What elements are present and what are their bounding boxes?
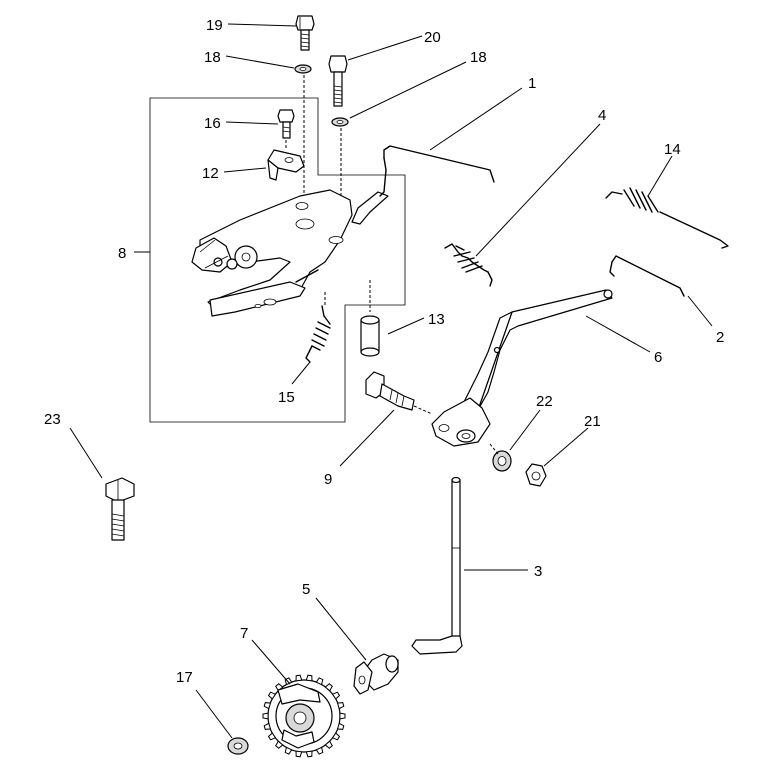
- gear-tooth: [262, 712, 269, 720]
- gear-tooth: [336, 722, 345, 730]
- part-13-spacer: [360, 315, 380, 357]
- leader-2: [687, 295, 713, 327]
- leader-15: [291, 361, 311, 385]
- part-7-governor-gear: [262, 674, 346, 758]
- leader-9: [339, 409, 395, 467]
- gear-tooth: [275, 683, 284, 692]
- part-3-governor-shaft: [411, 476, 463, 655]
- gear-tooth: [336, 702, 345, 710]
- leader-18a: [225, 55, 295, 69]
- bracket-plate: [191, 189, 389, 317]
- callout-18-left: 18: [204, 49, 221, 66]
- part-15-spring: [305, 292, 331, 363]
- part-6-governor-lever: [431, 289, 613, 447]
- leader-5: [315, 597, 367, 661]
- assembly-outline-8: [149, 97, 406, 423]
- gear-tooth: [267, 691, 277, 700]
- gear-tooth: [295, 750, 303, 758]
- leader-23: [69, 427, 103, 479]
- gear-tooth: [275, 740, 284, 749]
- gear-tooth: [263, 702, 272, 710]
- part-5-governor-cup: [353, 653, 399, 695]
- gear-tooth: [295, 674, 303, 682]
- gear-tooth: [267, 732, 277, 741]
- leader-19: [227, 23, 297, 27]
- part-2-link-wire: [609, 255, 685, 297]
- gear-tooth: [331, 732, 341, 741]
- part-21-nut: [525, 463, 547, 487]
- gear-tooth: [315, 677, 324, 686]
- callout-18-right: 18: [470, 49, 487, 66]
- callout-20: 20: [424, 29, 441, 46]
- callout-12: 12: [202, 165, 219, 182]
- part-18-washer-right: [331, 117, 349, 127]
- leader-14: [647, 155, 673, 197]
- callout-19: 19: [206, 17, 223, 34]
- callout-8: 8: [118, 245, 126, 262]
- callout-2: 2: [716, 329, 724, 346]
- callout-4: 4: [598, 107, 606, 124]
- callout-15: 15: [278, 389, 295, 406]
- leader-21: [543, 427, 589, 467]
- callout-9: 9: [324, 471, 332, 488]
- leader-7: [251, 639, 291, 685]
- gear-tooth: [305, 750, 313, 758]
- leader-18b: [349, 61, 467, 119]
- leader-17: [195, 689, 233, 739]
- callout-3: 3: [534, 563, 542, 580]
- leader-12: [223, 167, 267, 173]
- gear-tooth: [315, 746, 324, 755]
- callout-16: 16: [204, 115, 221, 132]
- leader-13: [387, 317, 425, 335]
- leader-22: [509, 409, 541, 451]
- part-4-spring: [444, 243, 493, 287]
- callout-1: 1: [528, 75, 536, 92]
- leader-6: [585, 315, 651, 353]
- callout-22: 22: [536, 393, 553, 410]
- callout-21: 21: [584, 413, 601, 430]
- part-17-washer: [227, 737, 249, 755]
- gear-tooth: [324, 683, 333, 692]
- gear-tooth: [324, 740, 333, 749]
- part-1-link-wire: [379, 145, 495, 197]
- part-23-bolt: [105, 477, 135, 541]
- part-9-bolt: [365, 371, 433, 415]
- part-14-spring: [605, 187, 729, 249]
- callout-5: 5: [302, 581, 310, 598]
- callout-23: 23: [44, 411, 61, 428]
- part-19-bolt: [295, 15, 315, 51]
- leader-20: [347, 35, 423, 61]
- leader-16: [225, 121, 279, 125]
- callout-13: 13: [428, 311, 445, 328]
- gear-tooth: [339, 712, 346, 720]
- gear-tooth: [284, 746, 293, 755]
- callout-17: 17: [176, 669, 193, 686]
- part-16-bolt: [277, 109, 295, 139]
- part-12-clip: [267, 149, 305, 181]
- callout-14: 14: [664, 141, 681, 158]
- leader-4: [475, 123, 601, 257]
- callout-7: 7: [240, 625, 248, 642]
- callout-6: 6: [654, 349, 662, 366]
- gear-tooth: [331, 691, 341, 700]
- part-20-bolt: [328, 55, 348, 107]
- gear-tooth: [305, 674, 313, 682]
- leader-1: [429, 87, 523, 151]
- part-18-washer-top: [294, 64, 312, 74]
- gear-tooth: [263, 722, 272, 730]
- part-22-washer: [489, 443, 512, 472]
